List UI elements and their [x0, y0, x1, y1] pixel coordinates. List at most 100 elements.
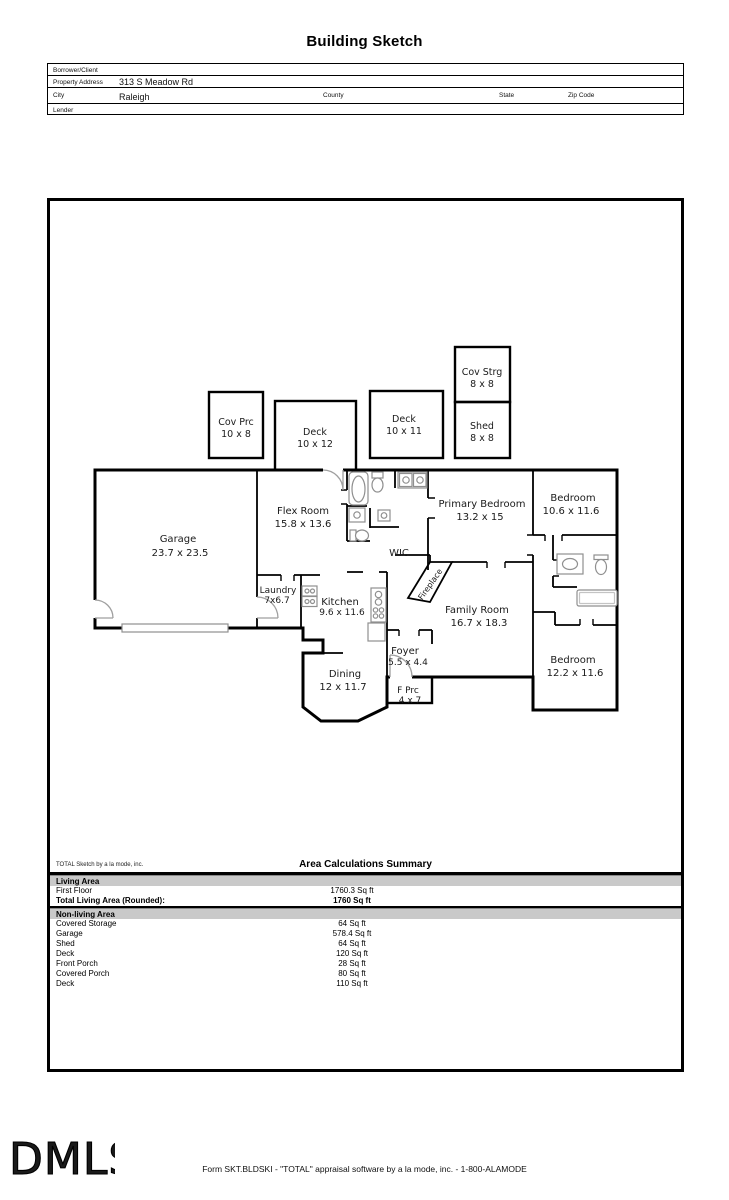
room-dims: 8 x 8: [470, 433, 494, 444]
room-label: Kitchen: [321, 597, 359, 608]
room-dims: 7x6.7: [264, 596, 289, 606]
table-row: Covered Porch 80 Sq ft: [50, 969, 681, 979]
row-value: 80 Sq ft: [338, 969, 366, 978]
room-dims: 16.7 x 18.3: [451, 618, 508, 629]
room-dims: 13.2 x 15: [456, 512, 503, 523]
room-label: Cov Prc: [218, 417, 254, 428]
room-dims: 5.5 x 4.4: [388, 658, 428, 668]
property-address-label: Property Address: [53, 78, 103, 86]
room-label: Dining: [329, 669, 361, 680]
room-label: Garage: [160, 534, 197, 545]
door-gap-masks: [92, 467, 412, 680]
row-label: Front Porch: [56, 959, 98, 968]
room-label: Laundry: [260, 586, 297, 596]
room-label: Shed: [470, 421, 494, 432]
row-value: 64 Sq ft: [338, 939, 366, 948]
row-value: 110 Sq ft: [336, 979, 368, 988]
form-footer-text: Form SKT.BLDSKI - "TOTAL" appraisal soft…: [202, 1164, 527, 1174]
room-dims: 23.7 x 23.5: [152, 548, 209, 559]
door-swing-arcs: [94, 469, 413, 678]
room-dims: 10 x 12: [297, 439, 333, 450]
row-label: First Floor: [56, 885, 92, 895]
row-value: 1760.3 Sq ft: [330, 885, 374, 895]
table-title: Area Calculations Summary: [299, 859, 432, 870]
area-calculations-table: TOTAL Sketch by a la mode, inc. Area Cal…: [50, 858, 681, 989]
stove: [372, 607, 379, 613]
room-dims: 10 x 8: [221, 429, 251, 440]
row-divider: [48, 75, 683, 76]
table-row: Deck 110 Sq ft: [50, 979, 681, 989]
room-dims: 9.6 x 11.6: [319, 608, 365, 618]
row-value: 120 Sq ft: [335, 949, 369, 958]
table-row: Front Porch 28 Sq ft: [50, 959, 681, 969]
vendor-note: TOTAL Sketch by a la mode, inc.: [56, 862, 144, 868]
room-dims: 15.8 x 13.6: [275, 519, 332, 530]
property-address-field[interactable]: 313 S Meadow Rd: [119, 77, 194, 87]
table-row: First Floor 1760.3 Sq ft: [50, 886, 681, 896]
room-dims: 12.2 x 11.6: [547, 668, 604, 679]
row-value: 1760 Sq ft: [333, 895, 371, 905]
row-label: Garage: [56, 929, 83, 938]
row-value: 64 Sq ft: [338, 919, 366, 928]
room-labels: Cov Prc 10 x 8 Deck 10 x 12 Deck 10 x 11…: [152, 367, 604, 706]
row-label: Total Living Area (Rounded):: [56, 895, 165, 905]
table-row: Shed 64 Sq ft: [50, 939, 681, 949]
dmls-logo-text: DMLS: [9, 1134, 115, 1184]
refrigerator: [367, 622, 386, 642]
door-ticks: [280, 489, 594, 636]
property-form: Borrower/Client Property Address 313 S M…: [47, 63, 684, 115]
room-label: Bedroom: [550, 493, 595, 504]
room-label: Flex Room: [277, 506, 329, 517]
divider-bar: [50, 872, 681, 875]
building-sketch-panel: Cov Prc 10 x 8 Deck 10 x 12 Deck 10 x 11…: [47, 198, 684, 1072]
room-label: Cov Strg: [462, 367, 503, 378]
toilet: [371, 471, 384, 479]
room-label: Bedroom: [550, 655, 595, 666]
page-title: Building Sketch: [306, 33, 423, 50]
kitchen-sink: [374, 590, 383, 599]
room-label: WIC: [389, 548, 409, 559]
lender-label: Lender: [53, 106, 74, 114]
room-label: Family Room: [445, 605, 509, 616]
shed-outline: [453, 400, 512, 460]
interior-walls: [256, 470, 617, 677]
row-label: Covered Storage: [56, 919, 117, 928]
table-row: Covered Storage 64 Sq ft: [50, 919, 681, 929]
county-label: County: [323, 92, 344, 99]
room-label: Deck: [392, 414, 416, 425]
room-label: F Prc: [397, 686, 419, 696]
bath-kitchen-fixtures: [301, 471, 618, 642]
divider-bar: [50, 905, 681, 908]
room-dims: 10 x 11: [386, 426, 422, 437]
city-field[interactable]: Raleigh: [119, 92, 150, 102]
room-dims: 8 x 8: [470, 379, 494, 390]
table-row-total: Total Living Area (Rounded): 1760 Sq ft: [50, 896, 681, 906]
dmls-logo: DMLS: [8, 1133, 115, 1184]
deck2-outline: [368, 389, 445, 460]
row-label: Covered Porch: [56, 969, 110, 978]
city-label: City: [53, 92, 65, 99]
table-row: Garage 578.4 Sq ft: [50, 929, 681, 939]
room-label: Deck: [303, 427, 327, 438]
room-label: Foyer: [391, 646, 420, 657]
floor-plan-drawing: Cov Prc 10 x 8 Deck 10 x 12 Deck 10 x 11…: [92, 345, 619, 723]
row-label: Deck: [56, 979, 75, 988]
outbuilding-outlines: [207, 345, 512, 472]
room-label: Primary Bedroom: [438, 499, 525, 510]
row-value: 578.4 Sq ft: [332, 929, 372, 938]
section-header-nonliving: Non-living Area: [50, 908, 681, 919]
room-dims: 10.6 x 11.6: [543, 506, 600, 517]
table-row: Deck 120 Sq ft: [50, 949, 681, 959]
row-divider: [48, 103, 683, 104]
room-dims: 12 x 11.7: [319, 682, 366, 693]
row-label: Shed: [56, 939, 75, 948]
row-label: Deck: [56, 949, 75, 958]
garage-door-strip: [121, 623, 229, 633]
borrower-label: Borrower/Client: [53, 67, 98, 74]
state-label: State: [499, 92, 515, 99]
room-dims: 4 x 7: [399, 696, 422, 706]
zip-code-label: Zip Code: [568, 92, 595, 99]
row-value: 28 Sq ft: [338, 959, 366, 968]
row-divider: [48, 87, 683, 88]
house-exterior-walls: [93, 468, 619, 723]
